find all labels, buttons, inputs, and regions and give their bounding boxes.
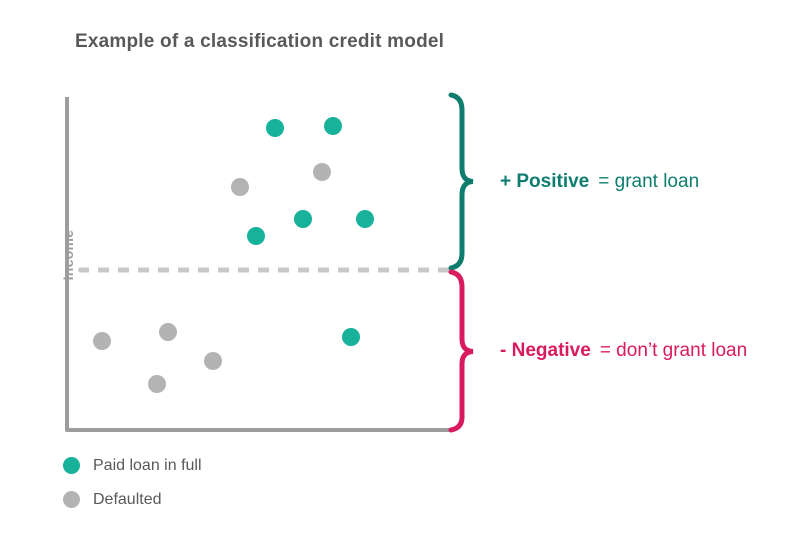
positive-brace xyxy=(448,92,474,271)
data-point-defaulted xyxy=(148,375,166,394)
defaulted-dot-icon xyxy=(63,491,80,508)
negative-symbol-label: - Negative xyxy=(500,340,591,361)
axis-frame: Income xyxy=(60,97,450,432)
data-point-paid xyxy=(355,209,374,228)
brace-graphics xyxy=(448,92,474,433)
chart-title: Example of a classification credit model xyxy=(75,31,445,52)
data-point-defaulted xyxy=(203,351,222,370)
plot-area xyxy=(65,97,451,432)
data-point-paid xyxy=(265,119,284,138)
negative-annotation: - Negative = don’t grant loan xyxy=(500,336,747,366)
data-point-defaulted xyxy=(92,331,111,350)
data-point-paid xyxy=(293,209,312,228)
data-point-paid xyxy=(323,117,342,136)
negative-brace xyxy=(448,269,474,433)
legend: Paid loan in full Defaulted xyxy=(63,455,202,510)
positive-equals-label: = grant loan xyxy=(598,171,700,192)
positive-symbol-label: + Positive xyxy=(500,171,590,192)
data-point-paid xyxy=(342,327,361,346)
negative-equals-label: = don’t grant loan xyxy=(599,340,748,361)
paid-loan-dot-icon xyxy=(63,457,80,474)
legend-item-defaulted: Defaulted xyxy=(63,489,202,510)
legend-label-defaulted: Defaulted xyxy=(93,490,162,508)
legend-item-paid: Paid loan in full xyxy=(63,455,202,476)
data-point-defaulted xyxy=(231,178,250,197)
legend-label-paid: Paid loan in full xyxy=(93,456,202,474)
data-point-paid xyxy=(246,227,265,246)
data-point-defaulted xyxy=(313,163,332,182)
decision-boundary-dashed-line xyxy=(78,267,451,273)
data-point-defaulted xyxy=(159,322,178,341)
positive-annotation: + Positive = grant loan xyxy=(500,167,699,197)
